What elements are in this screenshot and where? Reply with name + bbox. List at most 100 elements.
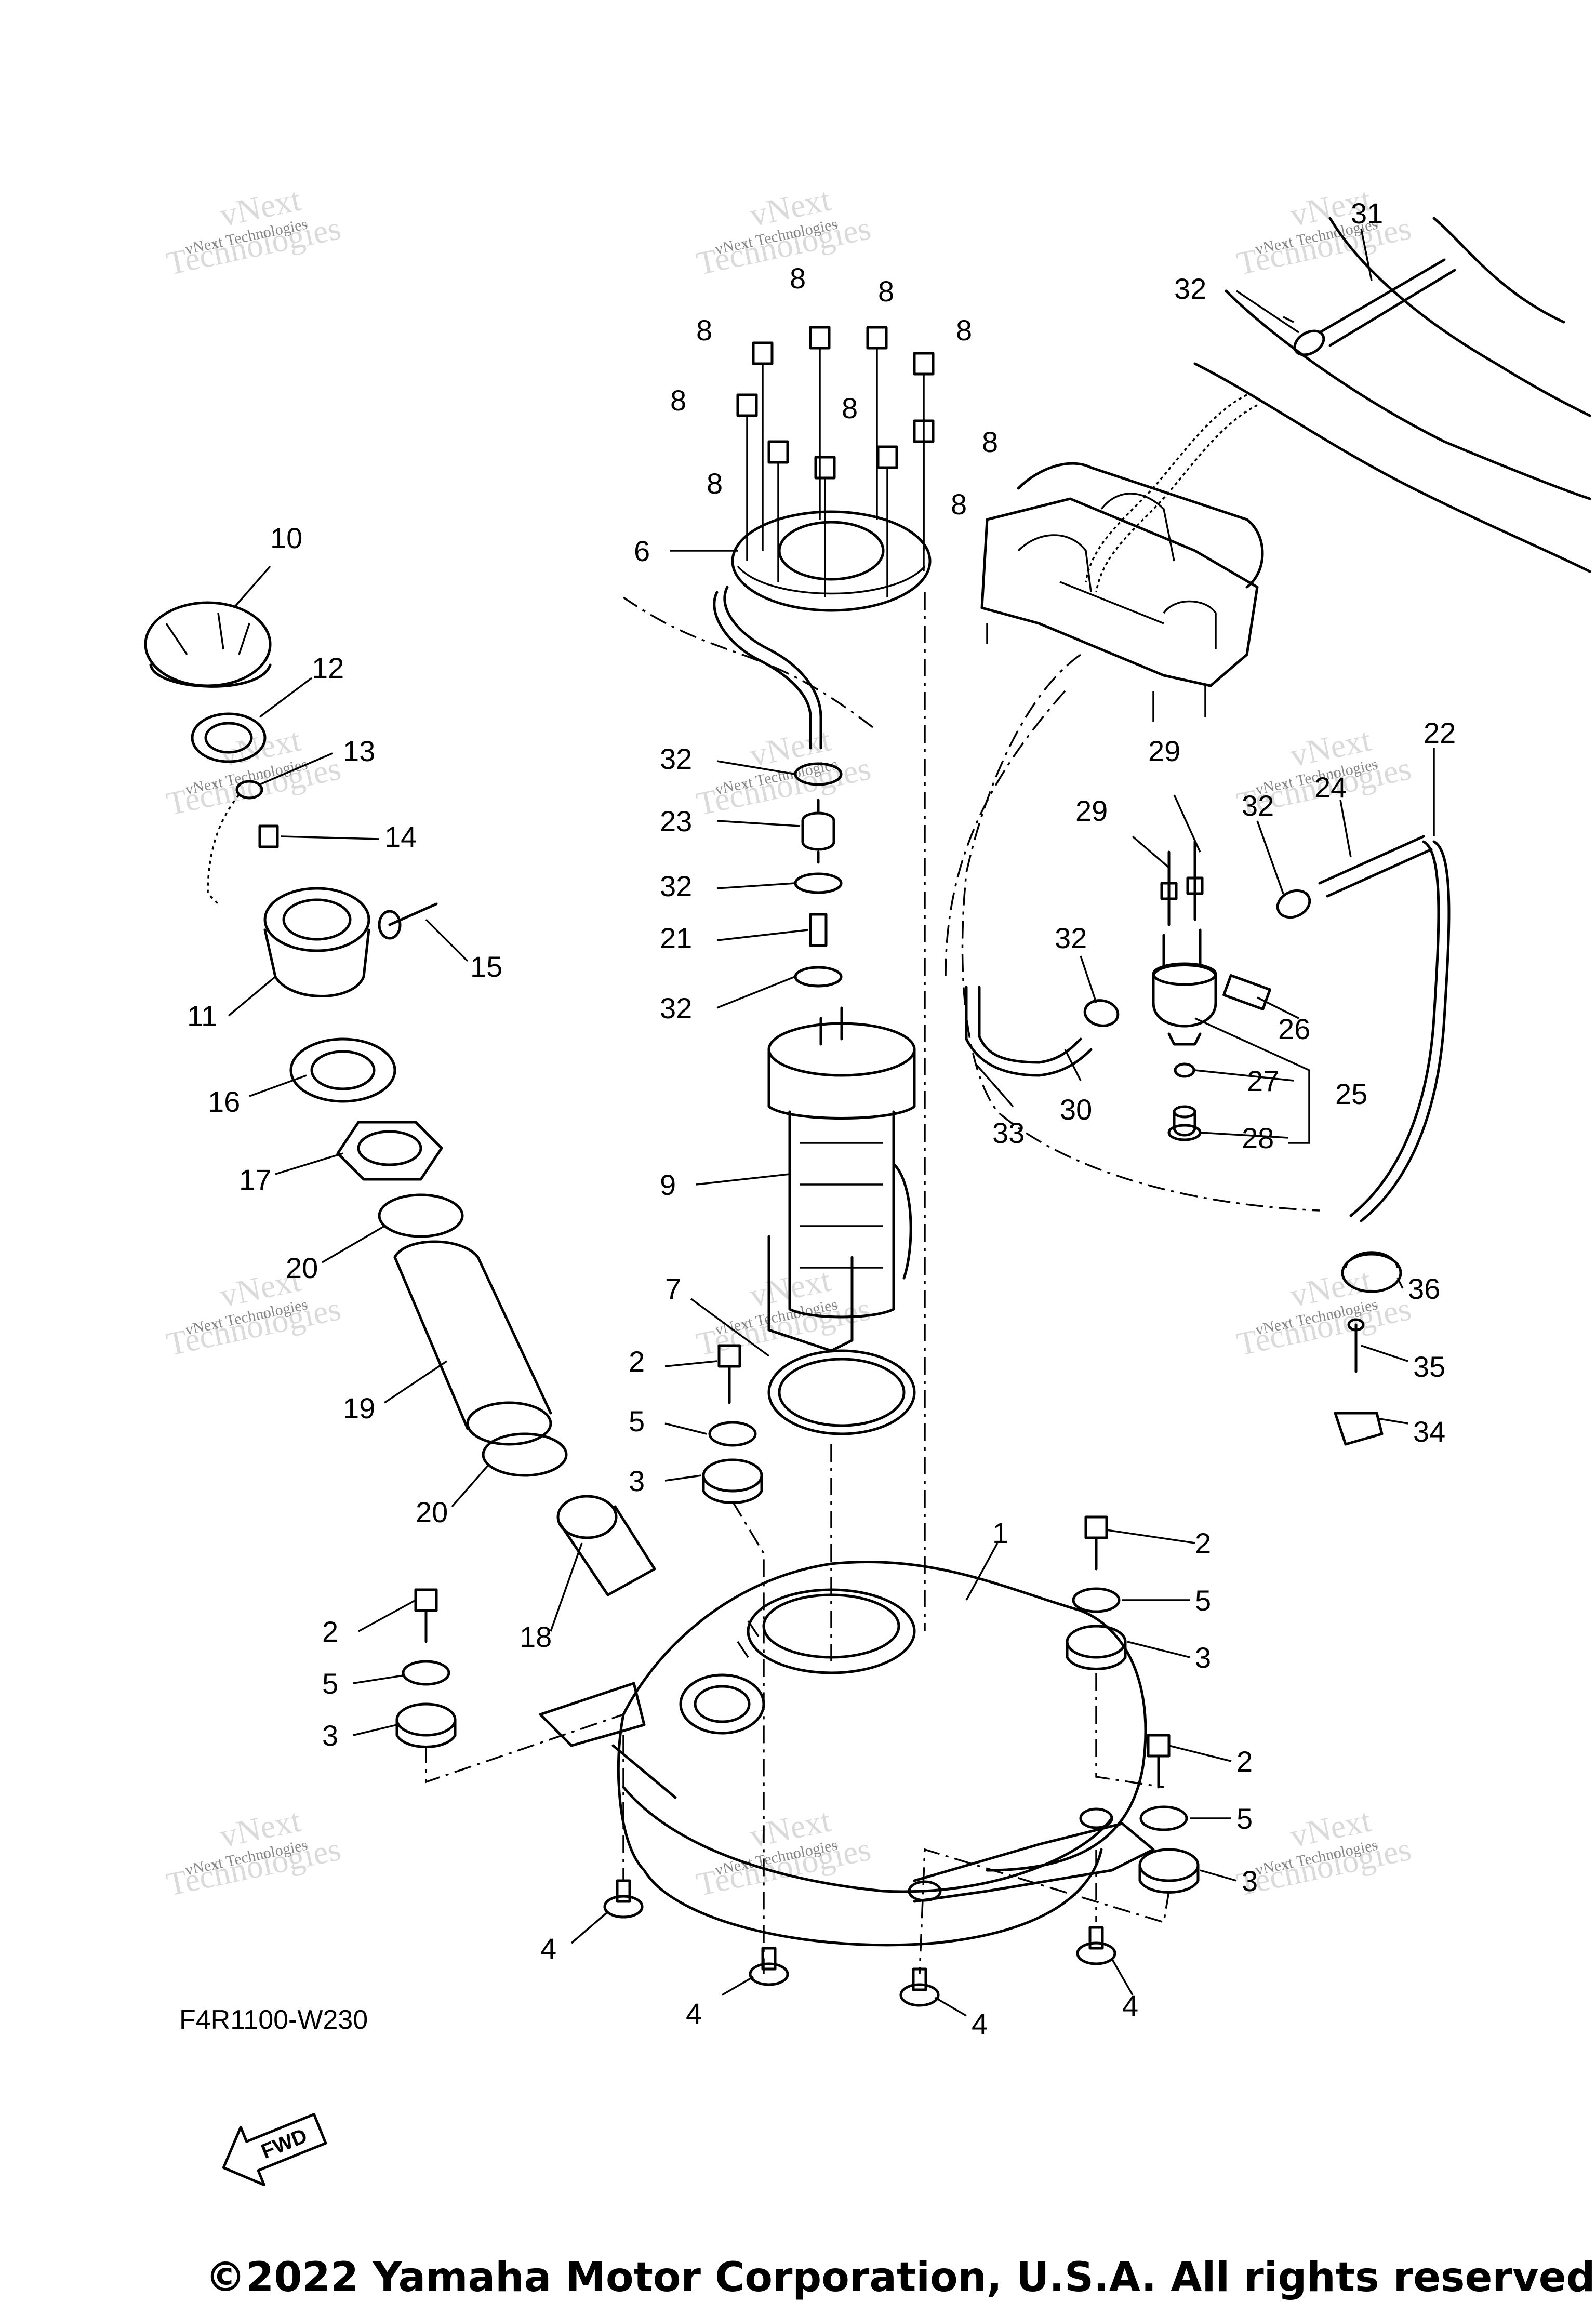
callout-12: 12 — [312, 651, 344, 684]
callout-2-c: 2 — [1236, 1745, 1253, 1778]
foot-4 — [1076, 1926, 1116, 1965]
breather-hose-loop — [623, 596, 1320, 1212]
callout-33: 33 — [992, 1116, 1025, 1149]
callout-4-c: 4 — [972, 2007, 988, 2040]
callout-labels: 10 12 13 14 15 11 16 17 20 19 20 18 6 32… — [187, 197, 1456, 2040]
screw-28 — [1167, 1105, 1202, 1141]
callout-3-d: 3 — [322, 1719, 338, 1752]
hose-clamp-20-top — [378, 1193, 464, 1238]
hose-clamp-32-a — [794, 762, 843, 786]
callout-28: 28 — [1242, 1122, 1274, 1154]
joint-18 — [556, 1495, 656, 1596]
hose-clamp-32-right — [1276, 889, 1311, 919]
leader-lines — [228, 228, 1435, 2017]
callout-20-bottom: 20 — [416, 1496, 448, 1528]
hose-clamp-32-b — [794, 872, 843, 894]
foot-4 — [749, 1947, 789, 1986]
fuel-hose — [713, 586, 822, 750]
bolt-2 — [1147, 1734, 1171, 1758]
filler-cap-10 — [144, 601, 272, 688]
nipple-29 — [1160, 840, 1204, 926]
callout-29-a: 29 — [1148, 735, 1180, 767]
watermark: vNext Technologies vNext Technologies — [1233, 1261, 1414, 1363]
callout-2-a: 2 — [629, 1345, 645, 1378]
gasket-7 — [767, 1349, 916, 1435]
callout-36: 36 — [1408, 1272, 1440, 1305]
washer-5 — [1139, 1805, 1188, 1831]
rollover-valve-25 — [1152, 928, 1271, 1046]
callout-19: 19 — [343, 1392, 375, 1425]
callout-4-a: 4 — [540, 1932, 556, 1965]
watermark: vNext Technologies vNext Technologies — [1233, 181, 1414, 282]
callout-32-b: 32 — [660, 870, 692, 902]
rivet-15 — [378, 902, 438, 940]
callout-32-mid: 32 — [1055, 922, 1087, 954]
bolt-8 — [866, 326, 888, 520]
assembly-lines-tank — [425, 1501, 1170, 1975]
bolt-8 — [736, 393, 758, 561]
o-ring-27 — [1174, 1062, 1195, 1078]
assembly-axis — [830, 592, 926, 1662]
mount-hardware-right — [1138, 1734, 1200, 1894]
bolt-8 — [767, 440, 789, 582]
callout-32-right: 32 — [1242, 789, 1274, 822]
bolts-8 — [736, 326, 935, 597]
copyright-notice: ©2022 Yamaha Motor Corporation, U.S.A. A… — [205, 2254, 1596, 2301]
callout-25: 25 — [1335, 1077, 1367, 1110]
callout-2-d: 2 — [322, 1615, 338, 1648]
callout-11: 11 — [187, 1000, 217, 1032]
callout-8-i: 8 — [951, 488, 967, 521]
washer-5 — [708, 1421, 757, 1447]
foot-4 — [603, 1879, 644, 1919]
damper-3 — [395, 1702, 457, 1737]
callout-35: 35 — [1413, 1350, 1445, 1383]
rubber-feet-4 — [603, 1879, 1116, 2007]
bolt-8 — [809, 326, 831, 520]
fuel-pump-9 — [767, 1006, 916, 1352]
bolt-8 — [876, 445, 898, 597]
callout-21: 21 — [660, 922, 692, 954]
clamp-36 — [1341, 1251, 1402, 1293]
callout-14: 14 — [384, 820, 417, 853]
hose-clamp-32-mid — [1083, 999, 1120, 1027]
washer-5 — [1072, 1587, 1121, 1613]
hose-30 — [1038, 1037, 1093, 1077]
callout-1: 1 — [992, 1516, 1008, 1549]
callout-4-b: 4 — [686, 1997, 702, 2030]
callout-13: 13 — [343, 735, 375, 767]
callout-29-b: 29 — [1075, 794, 1108, 827]
nut-17 — [336, 1121, 443, 1181]
hose-24 — [1318, 835, 1433, 898]
hull-deck-outline — [980, 217, 1591, 722]
callout-8-d: 8 — [956, 314, 972, 347]
damper-3 — [702, 1458, 763, 1493]
foot-4 — [899, 1967, 940, 2007]
callout-6: 6 — [634, 535, 650, 567]
hose-21 — [809, 913, 828, 947]
callout-5-c: 5 — [1236, 1802, 1253, 1835]
drawing-reference: F4R1100-W230 — [179, 2005, 368, 2035]
callout-8-b: 8 — [878, 275, 894, 308]
callout-2-b: 2 — [1195, 1527, 1211, 1560]
mount-hardware-right-top — [1066, 1515, 1127, 1670]
pump-flange-6 — [731, 510, 932, 612]
hose-33 — [965, 986, 1041, 1077]
washer-13 — [207, 780, 263, 905]
callout-15: 15 — [470, 950, 502, 983]
packing-12 — [191, 712, 267, 763]
callout-17: 17 — [239, 1163, 271, 1196]
hose-clamp-20-bottom — [482, 1432, 568, 1477]
callout-27: 27 — [1247, 1065, 1279, 1097]
watermark: vNext Technologies vNext Technologies — [693, 721, 874, 822]
callout-5-a: 5 — [629, 1405, 645, 1438]
callout-30: 30 — [1060, 1093, 1092, 1126]
callout-32-top: 32 — [1174, 272, 1206, 305]
callout-34: 34 — [1413, 1415, 1445, 1448]
mount-hardware-left — [395, 1588, 457, 1748]
nut-34 — [1334, 1412, 1384, 1446]
screw-14 — [258, 824, 279, 848]
callout-7: 7 — [665, 1272, 681, 1305]
hose-clamp-32-top — [1283, 316, 1325, 356]
callout-18: 18 — [520, 1620, 552, 1653]
